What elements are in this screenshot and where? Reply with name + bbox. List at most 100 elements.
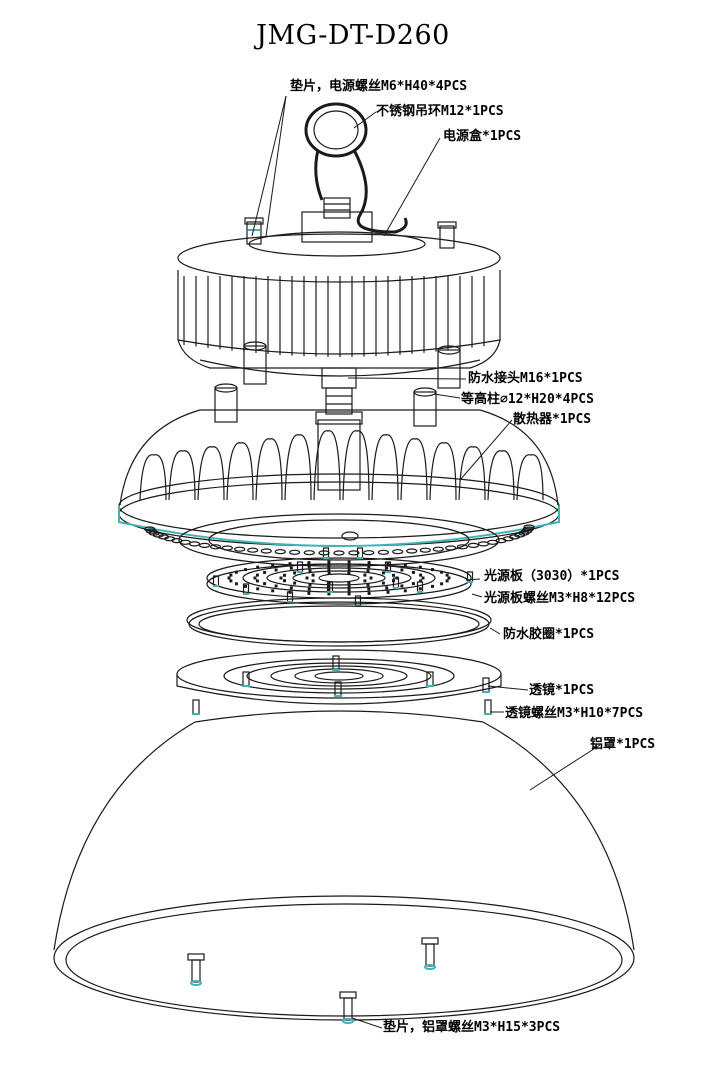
led-chip bbox=[283, 573, 286, 577]
vent-slot bbox=[419, 547, 431, 553]
hanging-ring bbox=[304, 102, 408, 234]
led-chip bbox=[431, 568, 434, 572]
led-chip bbox=[381, 571, 385, 575]
led-chip bbox=[419, 573, 423, 577]
led-chip bbox=[363, 573, 367, 577]
vent-slot bbox=[188, 541, 201, 547]
label-reflector-screw: 垫片，铝罩螺丝M3*H15*3PCS bbox=[383, 1020, 561, 1035]
led-chip bbox=[311, 573, 315, 577]
led-chip bbox=[403, 563, 407, 567]
led-chip bbox=[367, 565, 371, 569]
led-chip bbox=[347, 584, 351, 588]
led-chip bbox=[347, 564, 351, 568]
label-washer-power-screw: 垫片，电源螺丝M6*H40*4PCS bbox=[290, 79, 468, 94]
led-chip bbox=[308, 583, 312, 587]
waterproof-ring bbox=[186, 597, 492, 647]
led-chip bbox=[234, 570, 238, 574]
vent-slot bbox=[348, 550, 360, 556]
heatsink-rib bbox=[197, 446, 225, 501]
led-chip bbox=[400, 584, 404, 588]
light-board bbox=[206, 557, 472, 605]
led-chip bbox=[293, 581, 297, 585]
label-heatsink: 散热器*1PCS bbox=[513, 412, 592, 427]
led-chip bbox=[293, 571, 297, 575]
vent-slot bbox=[406, 548, 418, 554]
heatsink-rib bbox=[458, 446, 486, 501]
label-standoff: 等高柱∅12*H20*4PCS bbox=[461, 392, 594, 407]
led-chip bbox=[279, 576, 283, 580]
vent-slot bbox=[363, 550, 375, 556]
standoff-posts bbox=[214, 341, 461, 427]
led-chip bbox=[253, 576, 257, 580]
led-chip bbox=[229, 579, 233, 583]
led-chip bbox=[271, 563, 275, 567]
label-light-board-screw: 光源板螺丝M3*H8*12PCS bbox=[484, 591, 636, 606]
led-chip bbox=[366, 569, 370, 573]
led-chip bbox=[347, 592, 351, 596]
led-chip bbox=[447, 576, 451, 580]
led-chip bbox=[411, 582, 415, 586]
led-chip bbox=[327, 581, 331, 585]
led-chip bbox=[440, 570, 444, 574]
label-reflector: 铝罩*1PCS bbox=[590, 737, 656, 752]
led-chip bbox=[227, 576, 231, 580]
led-chip bbox=[421, 576, 425, 580]
led-chip bbox=[381, 581, 385, 585]
led-chip bbox=[255, 573, 259, 577]
label-waterproof-joint: 防水接头M16*1PCS bbox=[468, 371, 583, 386]
led-chip bbox=[283, 579, 286, 583]
led-chip bbox=[327, 560, 331, 564]
board-screw bbox=[322, 547, 330, 559]
power-box-screws bbox=[244, 217, 457, 249]
led-chip bbox=[366, 583, 370, 587]
led-chip bbox=[307, 591, 311, 595]
led-chip bbox=[307, 561, 311, 565]
label-light-board: 光源板（3030）*1PCS bbox=[484, 569, 620, 584]
vent-slot bbox=[199, 542, 211, 549]
led-chip bbox=[347, 568, 351, 572]
lens-screws bbox=[192, 655, 492, 715]
led-chip bbox=[347, 560, 351, 564]
led-chip bbox=[445, 579, 449, 583]
led-chip bbox=[244, 568, 247, 572]
label-lens: 透镜*1PCS bbox=[529, 683, 595, 698]
heatsink-rib bbox=[255, 438, 283, 501]
label-power-box: 电源盒*1PCS bbox=[443, 129, 522, 144]
led-array bbox=[227, 560, 451, 596]
heatsink-fins bbox=[139, 430, 544, 501]
led-chip bbox=[263, 570, 267, 574]
led-chip bbox=[347, 581, 351, 585]
diagram-title: JMG-DT-D260 bbox=[256, 20, 450, 51]
led-chip bbox=[244, 584, 247, 588]
led-chip bbox=[327, 571, 331, 575]
vent-slot bbox=[260, 548, 272, 554]
led-chip bbox=[347, 588, 351, 592]
led-chip bbox=[256, 565, 260, 569]
heatsink-rib bbox=[400, 438, 428, 501]
led-chip bbox=[327, 584, 331, 588]
vent-slot bbox=[318, 550, 330, 556]
led-chip bbox=[305, 576, 309, 580]
leader-lines bbox=[251, 95, 601, 1029]
led-chip bbox=[367, 587, 371, 591]
led-chip bbox=[274, 568, 278, 572]
led-chip bbox=[347, 571, 351, 575]
led-chip bbox=[307, 565, 311, 569]
reflector-screws bbox=[187, 937, 439, 1024]
led-chip bbox=[229, 573, 233, 577]
vent-slot bbox=[432, 546, 444, 552]
label-hanging-ring: 不锈钢吊环M12*1PCS bbox=[376, 104, 504, 119]
led-chip bbox=[367, 591, 371, 595]
led-chip bbox=[271, 589, 275, 593]
led-chip bbox=[403, 589, 407, 593]
led-chip bbox=[288, 562, 292, 566]
vent-slot bbox=[274, 549, 286, 555]
heatsink-rib bbox=[487, 450, 515, 501]
label-lens-screw: 透镜螺丝M3*H10*7PCS bbox=[505, 706, 644, 721]
led-chip bbox=[418, 587, 422, 591]
vent-slot bbox=[221, 545, 233, 551]
power-box bbox=[177, 211, 501, 377]
board-screw bbox=[296, 561, 304, 573]
